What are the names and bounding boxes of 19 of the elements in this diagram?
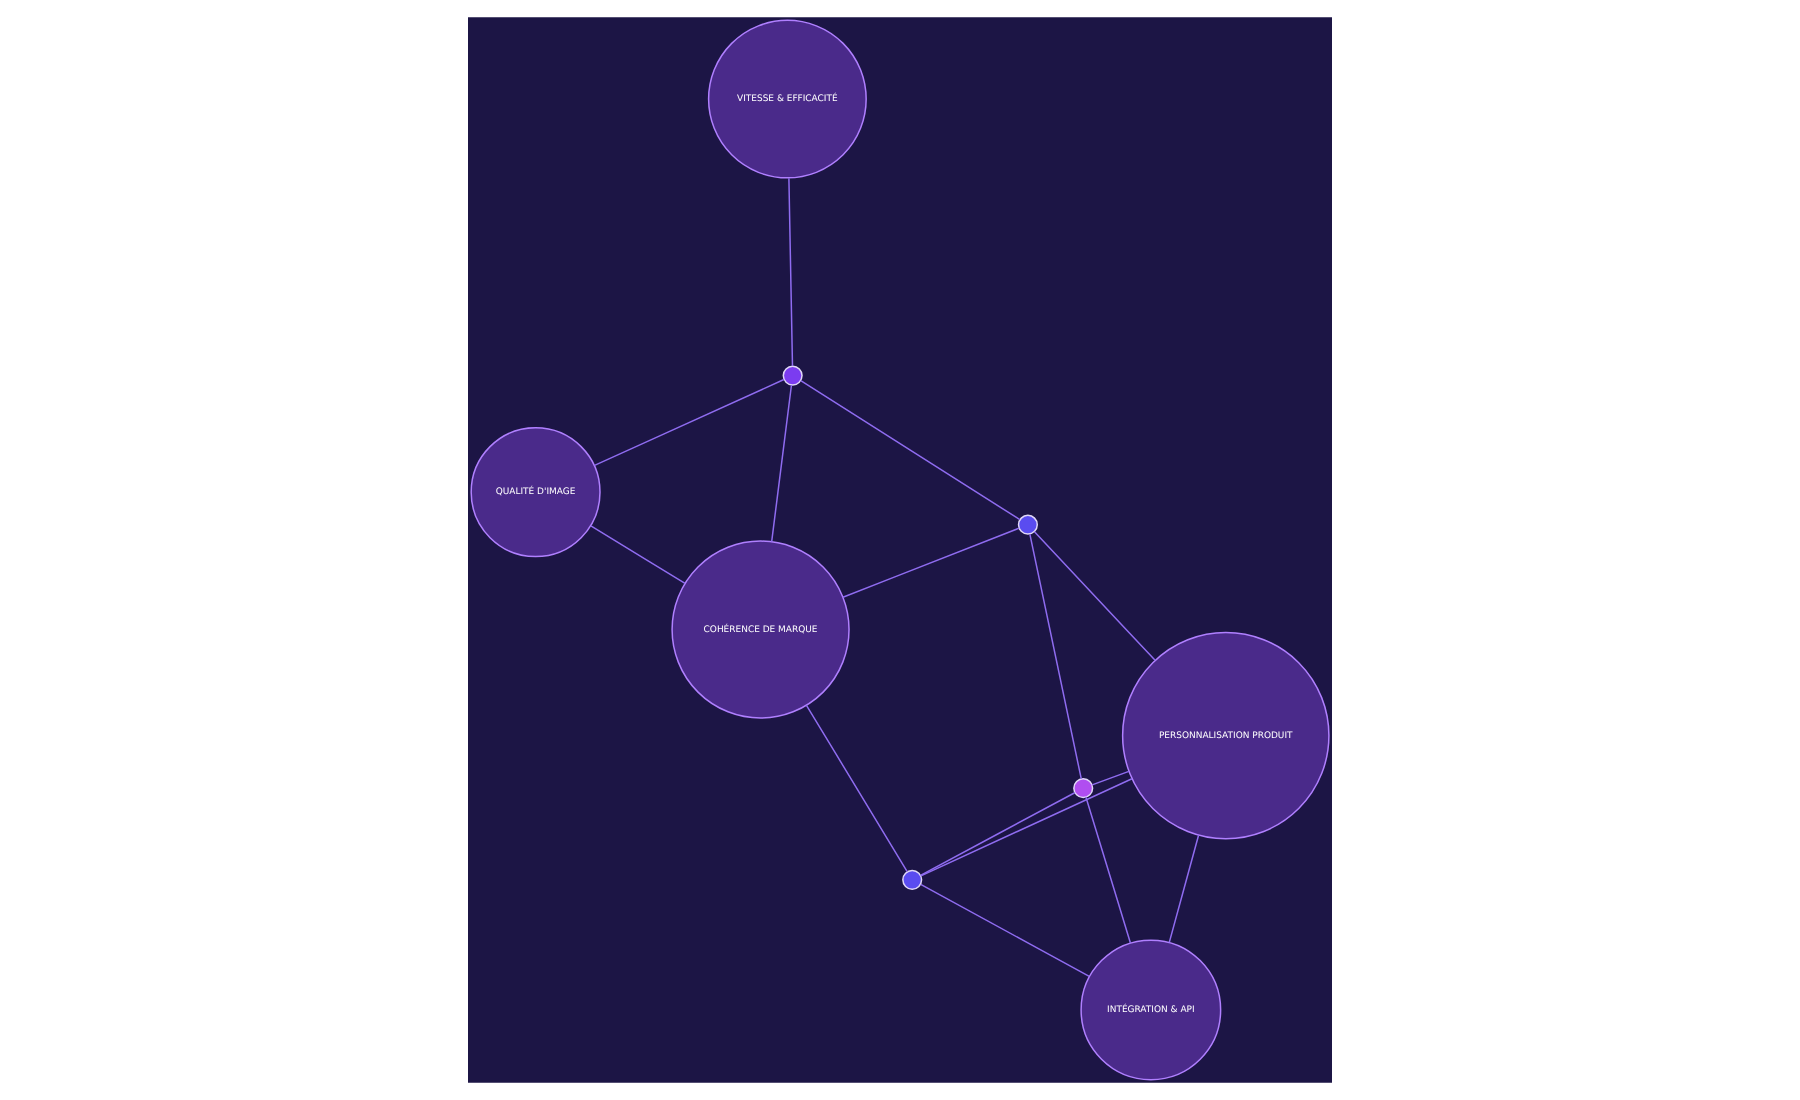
connector [1168,834,1200,944]
connector [1029,533,1083,780]
connector [1033,531,1156,662]
connector [770,384,793,543]
node-circle [902,869,923,890]
connector [842,527,1020,598]
connector [1091,770,1130,786]
connector [788,177,794,367]
node-circle [1017,514,1038,535]
connector [920,778,1133,877]
connector [1085,796,1132,944]
node-circle [1073,778,1094,799]
connector [919,792,1076,877]
connector [805,704,908,873]
connector [800,379,1021,521]
connector [919,883,1090,978]
node-circle [782,365,803,386]
connector [590,525,686,585]
connector [593,378,785,467]
